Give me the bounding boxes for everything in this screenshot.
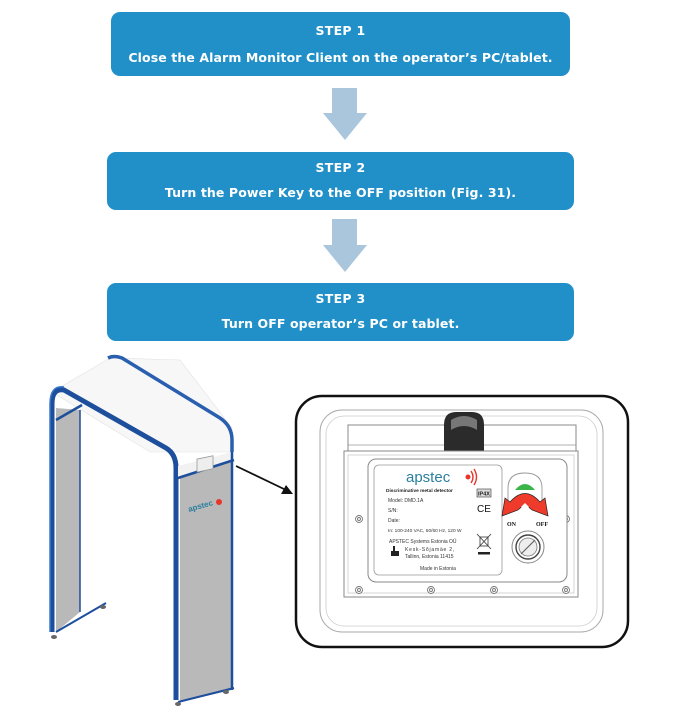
gate-left-panel: [56, 408, 80, 632]
label-date: Date:: [388, 518, 400, 524]
gate-foot: [223, 690, 229, 694]
weee-bin-icon: [476, 533, 492, 555]
gate-foot: [175, 702, 181, 706]
step-3-title: STEP 3: [315, 291, 366, 306]
gate-right-panel: [180, 462, 232, 702]
ce-mark: CE: [477, 504, 491, 515]
callout-arrow: [235, 465, 293, 494]
rating-label-plate: [373, 464, 503, 576]
power-indicator-light: [515, 484, 535, 490]
key-slot-icon: [520, 539, 536, 555]
power-panel-closeup: apstec Discriminative metal detector Mod…: [294, 394, 630, 649]
step-1-box: STEP 1 Close the Alarm Monitor Client on…: [111, 12, 570, 76]
label-origin: Made in Estonia: [420, 566, 456, 572]
switch-on-label: ON: [507, 522, 517, 528]
label-address-2: Tallinn, Estonia 11415: [405, 554, 454, 560]
power-key-switch[interactable]: [511, 530, 545, 564]
power-key-figure: apstec: [49, 354, 630, 706]
step-3-text: Turn OFF operator’s PC or tablet.: [221, 316, 460, 331]
down-arrow-icon: [323, 219, 367, 272]
label-power-input: In: 100-240 VAC, 50/60 Hz, 120 W: [388, 528, 462, 534]
down-arrow-icon: [323, 88, 367, 140]
gate-foot: [51, 635, 57, 639]
step-2-title: STEP 2: [315, 160, 366, 175]
gate-logo-mark: [216, 499, 222, 505]
gate-top-back-edge: [107, 354, 234, 452]
step-1-text: Close the Alarm Monitor Client on the op…: [128, 50, 553, 65]
ip-rating-box: [476, 488, 492, 498]
label-serial: S/N:: [388, 508, 398, 514]
factory-icon: [391, 546, 399, 556]
gate-foot: [100, 605, 106, 609]
step-3-box: STEP 3 Turn OFF operator’s PC or tablet.: [107, 283, 574, 341]
step-1-title: STEP 1: [315, 23, 366, 38]
step-2-box: STEP 2 Turn the Power Key to the OFF pos…: [107, 152, 574, 210]
step-2-text: Turn the Power Key to the OFF position (…: [164, 185, 517, 200]
gate-front-frame: [49, 387, 179, 700]
switch-off-label: OFF: [536, 522, 548, 528]
label-manufacturer: APSTEC Systems Estonia OÜ: [389, 538, 457, 545]
label-brand: apstec: [406, 469, 451, 486]
gate-control-window: [196, 455, 214, 473]
label-product: Discriminative metal detector: [386, 488, 453, 494]
label-address-1: Kesk-Sõjamäe 2,: [405, 547, 455, 553]
brand-signal-icon: [465, 468, 478, 486]
label-ip-rating: IP4X: [478, 492, 490, 498]
metal-detector-gate: apstec: [49, 354, 235, 706]
label-model: Model: DMD.1A: [388, 498, 424, 504]
